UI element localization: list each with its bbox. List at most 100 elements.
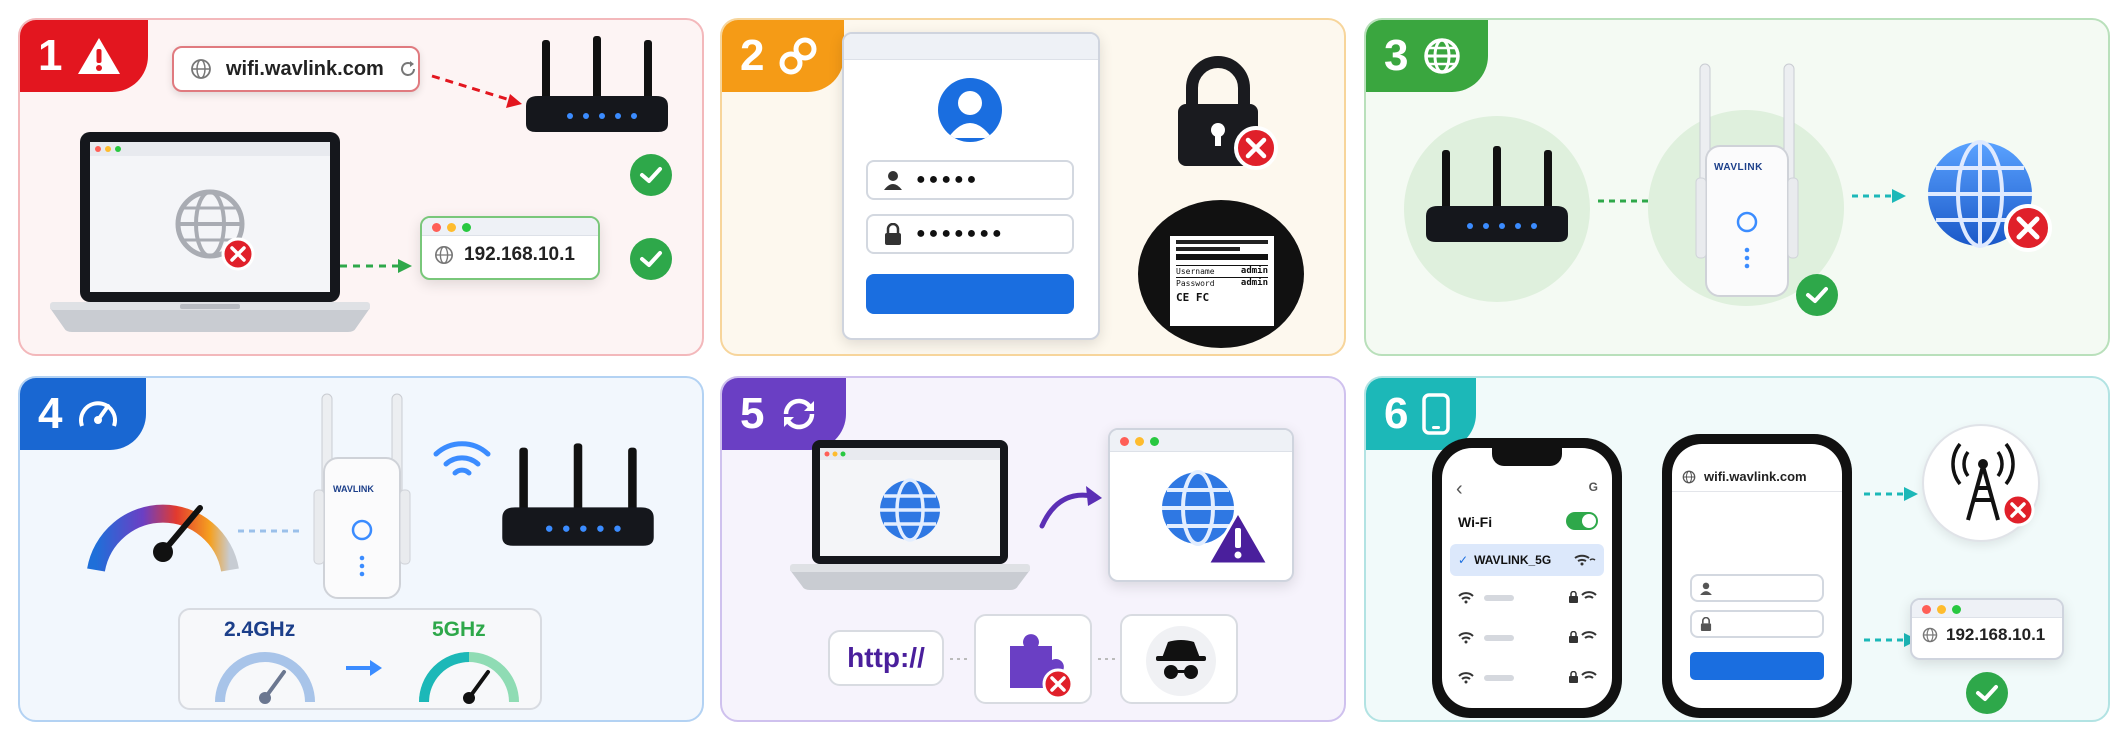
globe-warning-icon bbox=[1162, 470, 1271, 566]
band-switch-box: 2.4GHz 5GHz bbox=[178, 608, 542, 710]
login-button[interactable] bbox=[866, 274, 1074, 314]
curved-arrow-icon bbox=[1039, 486, 1102, 529]
step-2-panel: 2 ●●●●● ●●●●●●● bbox=[720, 18, 1346, 356]
ip-address-text[interactable]: 192.168.10.1 bbox=[1946, 625, 2046, 644]
step-number: 1 bbox=[38, 31, 63, 80]
browser-window-ip: 192.168.10.1 bbox=[1910, 598, 2064, 660]
check-icon: ✓ bbox=[1458, 553, 1469, 567]
phone-url-text: wifi.wavlink.com bbox=[1704, 469, 1807, 484]
step-3-panel: 3 WAVLINK bbox=[1364, 18, 2110, 356]
range-extender-icon bbox=[1695, 63, 1799, 297]
step-1-panel: 1 wifi.wavlink.com bbox=[18, 18, 704, 356]
incognito-icon bbox=[1146, 626, 1216, 696]
globe-icon bbox=[1682, 470, 1696, 484]
label-key: Password bbox=[1176, 279, 1215, 288]
network-item[interactable] bbox=[1458, 588, 1598, 608]
network-item[interactable] bbox=[1458, 668, 1598, 688]
dashed-connector bbox=[238, 529, 304, 533]
step-number: 5 bbox=[740, 389, 765, 438]
phone-login-button[interactable] bbox=[1690, 652, 1824, 680]
wifi-settings-title: Wi-Fi bbox=[1458, 514, 1493, 530]
username-field[interactable]: ●●●●● bbox=[866, 160, 1074, 200]
cell-tower-circle bbox=[1922, 424, 2040, 542]
speedometer-icon bbox=[76, 394, 120, 434]
step-number: 6 bbox=[1384, 389, 1409, 438]
ip-address-text[interactable]: 192.168.10.1 bbox=[464, 244, 575, 265]
step-5-panel: 5 http:// bbox=[720, 376, 1346, 722]
dashed-arrow-green bbox=[340, 259, 412, 273]
url-text: wifi.wavlink.com bbox=[226, 57, 384, 80]
password-field[interactable]: ●●●●●●● bbox=[866, 214, 1074, 254]
step-5-badge: 5 bbox=[722, 378, 847, 450]
username-mask: ●●●●● bbox=[916, 171, 980, 188]
device-label-sticker: Username admin Password admin CE FC bbox=[1138, 200, 1304, 348]
step-4-panel: 4 WAVLINK bbox=[18, 376, 704, 722]
range-extender-icon bbox=[313, 393, 411, 599]
browser-window-warning bbox=[1108, 428, 1294, 582]
router-icon bbox=[526, 36, 668, 132]
dashed-connector bbox=[1598, 199, 1654, 203]
incognito-box bbox=[1120, 614, 1238, 704]
http-box: http:// bbox=[828, 630, 944, 686]
label-key: Username bbox=[1176, 267, 1215, 276]
extender-brand: WAVLINK bbox=[1714, 162, 1763, 173]
step-1-badge: 1 bbox=[20, 20, 149, 92]
internet-globe-icon bbox=[1928, 140, 2052, 252]
step-4-badge: 4 bbox=[20, 378, 147, 450]
google-icon: G bbox=[1588, 480, 1598, 494]
password-mask: ●●●●●●● bbox=[916, 225, 1005, 242]
lock-icon bbox=[884, 223, 902, 245]
arrow-right-icon bbox=[346, 660, 382, 676]
laptop-icon bbox=[790, 440, 1030, 590]
gauge-5ghz-icon bbox=[419, 652, 519, 704]
dashed-arrow-teal bbox=[1852, 189, 1906, 203]
step-6-badge: 6 bbox=[1366, 378, 1477, 450]
phone-username-field[interactable] bbox=[1690, 574, 1824, 602]
globe-icon bbox=[1922, 627, 1938, 643]
extender-brand: WAVLINK bbox=[333, 484, 374, 494]
globe-icon bbox=[434, 245, 454, 265]
wifi-signal-icon bbox=[433, 441, 491, 476]
globe-icon bbox=[190, 58, 212, 80]
network-item[interactable] bbox=[1458, 628, 1598, 648]
phone-wifi-settings: ‹ G Wi-Fi ✓ WAVLINK_5G bbox=[1432, 438, 1622, 718]
check-icon bbox=[1796, 274, 1838, 316]
band-5ghz-label: 5GHz bbox=[432, 618, 486, 641]
gauge-2-4ghz-icon bbox=[215, 652, 315, 704]
dashed-arrow-red bbox=[431, 74, 522, 108]
phone-password-field[interactable] bbox=[1690, 610, 1824, 638]
back-chevron-icon[interactable]: ‹ bbox=[1456, 478, 1463, 500]
wifi-toggle[interactable] bbox=[1566, 512, 1598, 530]
step-number: 4 bbox=[38, 389, 63, 438]
user-avatar-icon bbox=[938, 78, 1002, 142]
check-icon bbox=[1966, 672, 2008, 714]
speed-gauge-icon bbox=[87, 504, 239, 572]
padlock-icon bbox=[1178, 56, 1278, 170]
dashed-arrow-teal bbox=[1864, 487, 1918, 501]
extension-box bbox=[974, 614, 1092, 704]
reload-icon[interactable] bbox=[398, 59, 418, 79]
check-icon bbox=[630, 154, 672, 196]
label-value: admin bbox=[1240, 266, 1268, 276]
router-icon bbox=[502, 443, 654, 546]
link-icon bbox=[778, 36, 818, 76]
http-text: http:// bbox=[847, 642, 925, 673]
step-6-panel: 6 ‹ G Wi-Fi ✓ WAVLINK_5G bbox=[1364, 376, 2110, 722]
url-bar-wavlink[interactable]: wifi.wavlink.com bbox=[172, 46, 420, 92]
laptop-icon bbox=[50, 132, 370, 332]
warning-icon bbox=[76, 35, 122, 77]
step-number: 3 bbox=[1384, 31, 1409, 80]
dotted-connector bbox=[1098, 658, 1118, 660]
network-item-selected[interactable]: ✓ WAVLINK_5G bbox=[1450, 544, 1604, 576]
label-value: admin bbox=[1240, 278, 1268, 288]
step-2-badge: 2 bbox=[722, 20, 845, 92]
smartphone-icon bbox=[1422, 393, 1451, 435]
phone-login-page: wifi.wavlink.com bbox=[1662, 434, 1852, 718]
puzzle-extension-icon bbox=[1010, 634, 1074, 700]
wifi-strength-icon bbox=[1574, 554, 1596, 566]
cert-marks: CE FC bbox=[1176, 291, 1210, 304]
phone-url-bar[interactable]: wifi.wavlink.com bbox=[1672, 462, 1842, 492]
step-number: 2 bbox=[740, 31, 765, 80]
dotted-connector bbox=[950, 658, 970, 660]
